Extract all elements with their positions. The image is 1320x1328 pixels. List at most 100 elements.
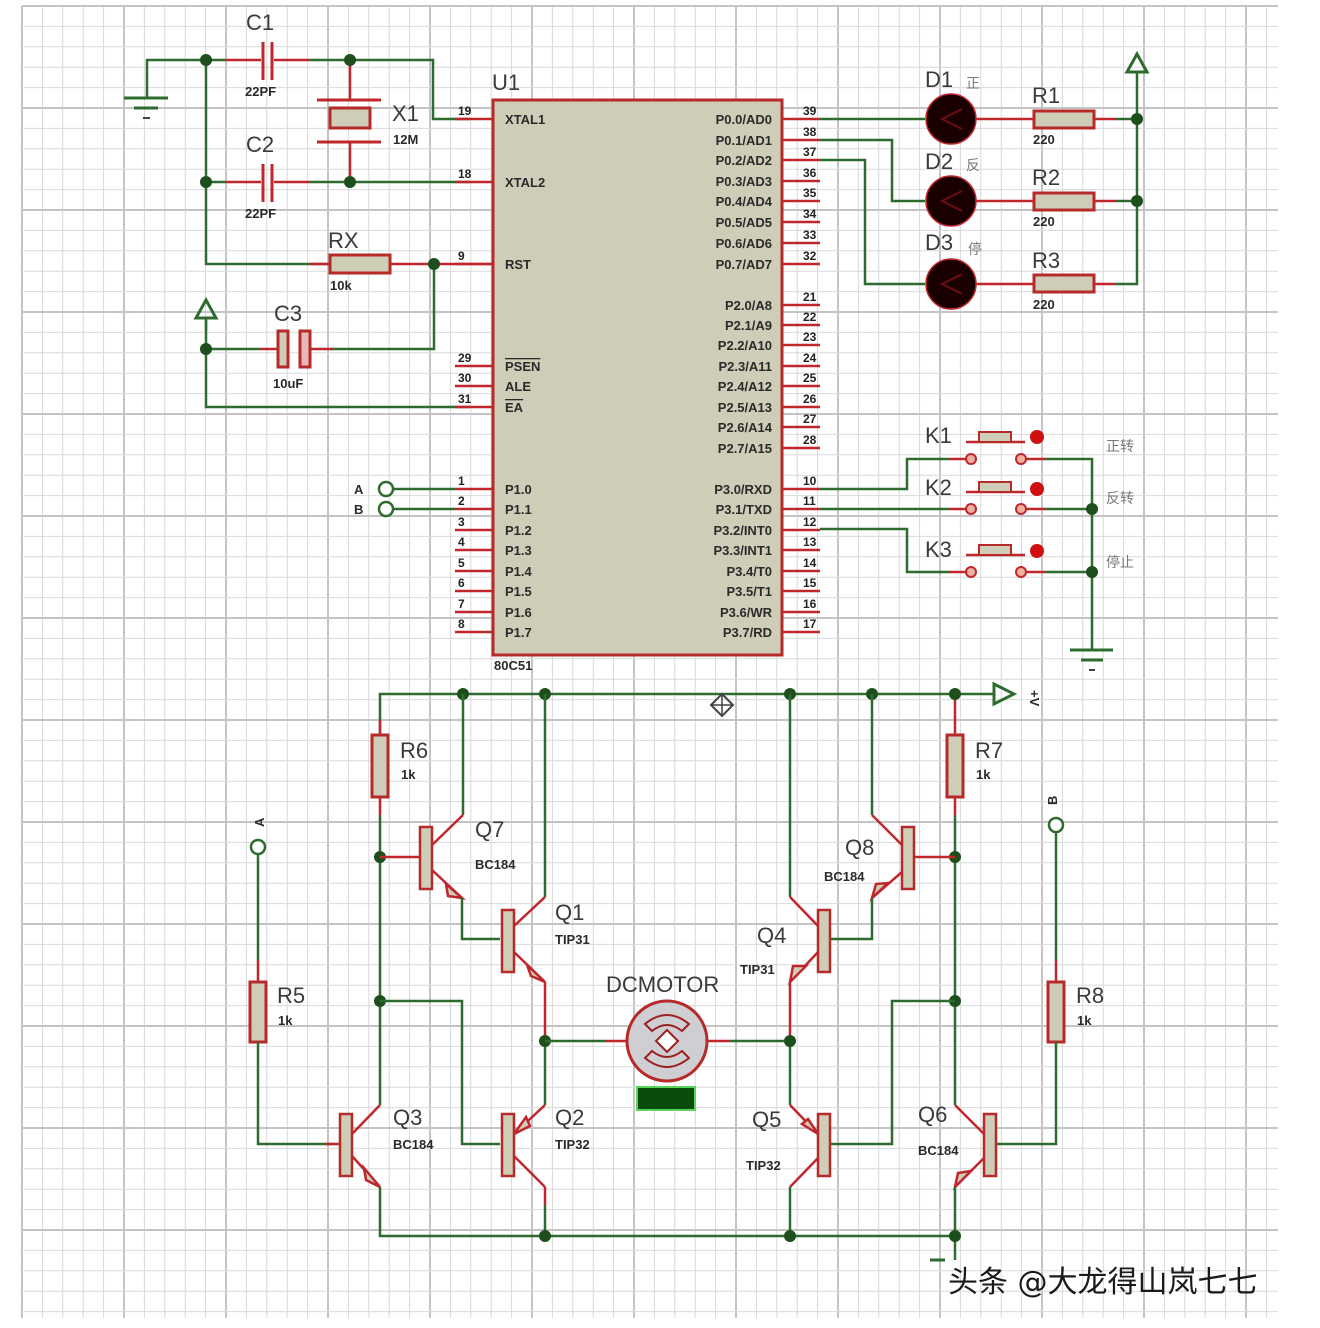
pin-number: 17 (803, 617, 817, 631)
pin-number: 36 (803, 166, 817, 180)
resistor-r1 (1032, 109, 1096, 130)
terminal-b-bridge[interactable] (1047, 816, 1065, 834)
pin-number: 9 (458, 249, 465, 263)
resistor-r5 (248, 980, 268, 1044)
resistor-r7 (945, 733, 965, 799)
mcu-pin-left: 1P1.0 (455, 474, 532, 497)
pin-number: 1 (458, 474, 465, 488)
q5-ref: Q5 (752, 1107, 781, 1132)
k3-ref: K3 (925, 537, 952, 562)
c3-ref: C3 (274, 301, 302, 326)
x1-value: 12M (393, 132, 418, 147)
pin-number: 29 (458, 351, 472, 365)
junction (1131, 113, 1143, 125)
q3-value: BC184 (393, 1137, 434, 1152)
terminal-a[interactable] (377, 480, 395, 498)
k1-ref: K1 (925, 423, 952, 448)
resistor-r6 (370, 733, 390, 799)
r3-ref: R3 (1032, 248, 1060, 273)
pin-name: EA (505, 400, 524, 415)
d3-ref: D3 (925, 230, 953, 255)
q7-ref: Q7 (475, 817, 504, 842)
mcu-part: 80C51 (494, 658, 532, 673)
pin-name: P3.2/INT0 (713, 523, 772, 538)
q8-value: BC184 (824, 869, 865, 884)
wire (820, 527, 950, 574)
button-k2[interactable]: K2 反转 (925, 475, 1134, 515)
wire (378, 1187, 955, 1238)
pin-number: 3 (458, 515, 465, 529)
pin-number: 7 (458, 597, 465, 611)
oscillator-section: C1 22PF C2 22PF X1 12M RX 10k C3 (124, 10, 493, 409)
r7-value: 1k (976, 767, 991, 782)
pin-name: P2.6/A14 (718, 420, 773, 435)
c2-value: 22PF (245, 206, 276, 221)
pin-name: P2.0/A8 (725, 298, 772, 313)
button-k3[interactable]: K3 停止 (925, 537, 1134, 578)
pin-name: P2.1/A9 (725, 318, 772, 333)
pin-name: P1.1 (505, 502, 532, 517)
transistor-q1: Q1 TIP31 (500, 694, 590, 984)
pin-name: P2.5/A13 (718, 400, 772, 415)
button-k1[interactable]: K1 正转 (925, 423, 1134, 465)
junction (344, 176, 356, 188)
r5-ref: R5 (277, 983, 305, 1008)
pin-name: P0.0/AD0 (716, 112, 772, 127)
junction (949, 688, 961, 700)
pin-number: 30 (458, 371, 472, 385)
pin-number: 15 (803, 576, 817, 590)
resistor-r3 (1032, 273, 1096, 294)
wire (460, 898, 500, 941)
pin-name: P0.6/AD6 (716, 236, 772, 251)
wire (820, 138, 925, 203)
mcu-right-pins: 39P0.0/AD038P0.1/AD137P0.2/AD236P0.3/AD3… (713, 104, 820, 640)
wire (830, 898, 874, 941)
c3-value: 10uF (273, 376, 303, 391)
pin-name: P2.3/A11 (719, 359, 773, 374)
pin-number: 13 (803, 535, 817, 549)
q8-ref: Q8 (845, 835, 874, 860)
terminal-a-bridge[interactable] (249, 838, 267, 856)
r2-ref: R2 (1032, 165, 1060, 190)
transistor-q5: Q5 TIP32 (746, 999, 955, 1188)
pin-number: 32 (803, 249, 817, 263)
pin-name: XTAL2 (505, 175, 545, 190)
pin-number: 31 (458, 392, 472, 406)
transistor-q7: Q7 BC184 (380, 694, 516, 900)
capacitor-c3-plate (276, 329, 290, 369)
rx-ref: RX (328, 228, 359, 253)
d1-note: 正 (966, 77, 980, 92)
q1-value: TIP31 (555, 932, 590, 947)
pin-number: 23 (803, 330, 817, 344)
pin-number: 11 (803, 494, 816, 508)
junction (200, 176, 212, 188)
r5-value: 1k (278, 1013, 293, 1028)
k2-ref: K2 (925, 475, 952, 500)
resistor-r2 (1032, 191, 1096, 212)
crystal-x1 (328, 106, 372, 130)
pin-number: 18 (458, 167, 472, 181)
wire (820, 457, 950, 491)
mcu-pin-left: 3P1.2 (455, 515, 532, 538)
power-arrow-icon (1124, 50, 1150, 74)
pin-number: 34 (803, 207, 817, 221)
junction (784, 1230, 796, 1242)
power-arrow-icon (992, 681, 1018, 707)
terminal-b[interactable] (377, 500, 395, 518)
mcu-left-pins: 19XTAL118XTAL29RST29PSEN30ALE31EA1P1.02P… (455, 104, 545, 640)
led-d3: D3 停 (925, 230, 982, 310)
d1-ref: D1 (925, 67, 953, 92)
q4-value: TIP31 (740, 962, 775, 977)
